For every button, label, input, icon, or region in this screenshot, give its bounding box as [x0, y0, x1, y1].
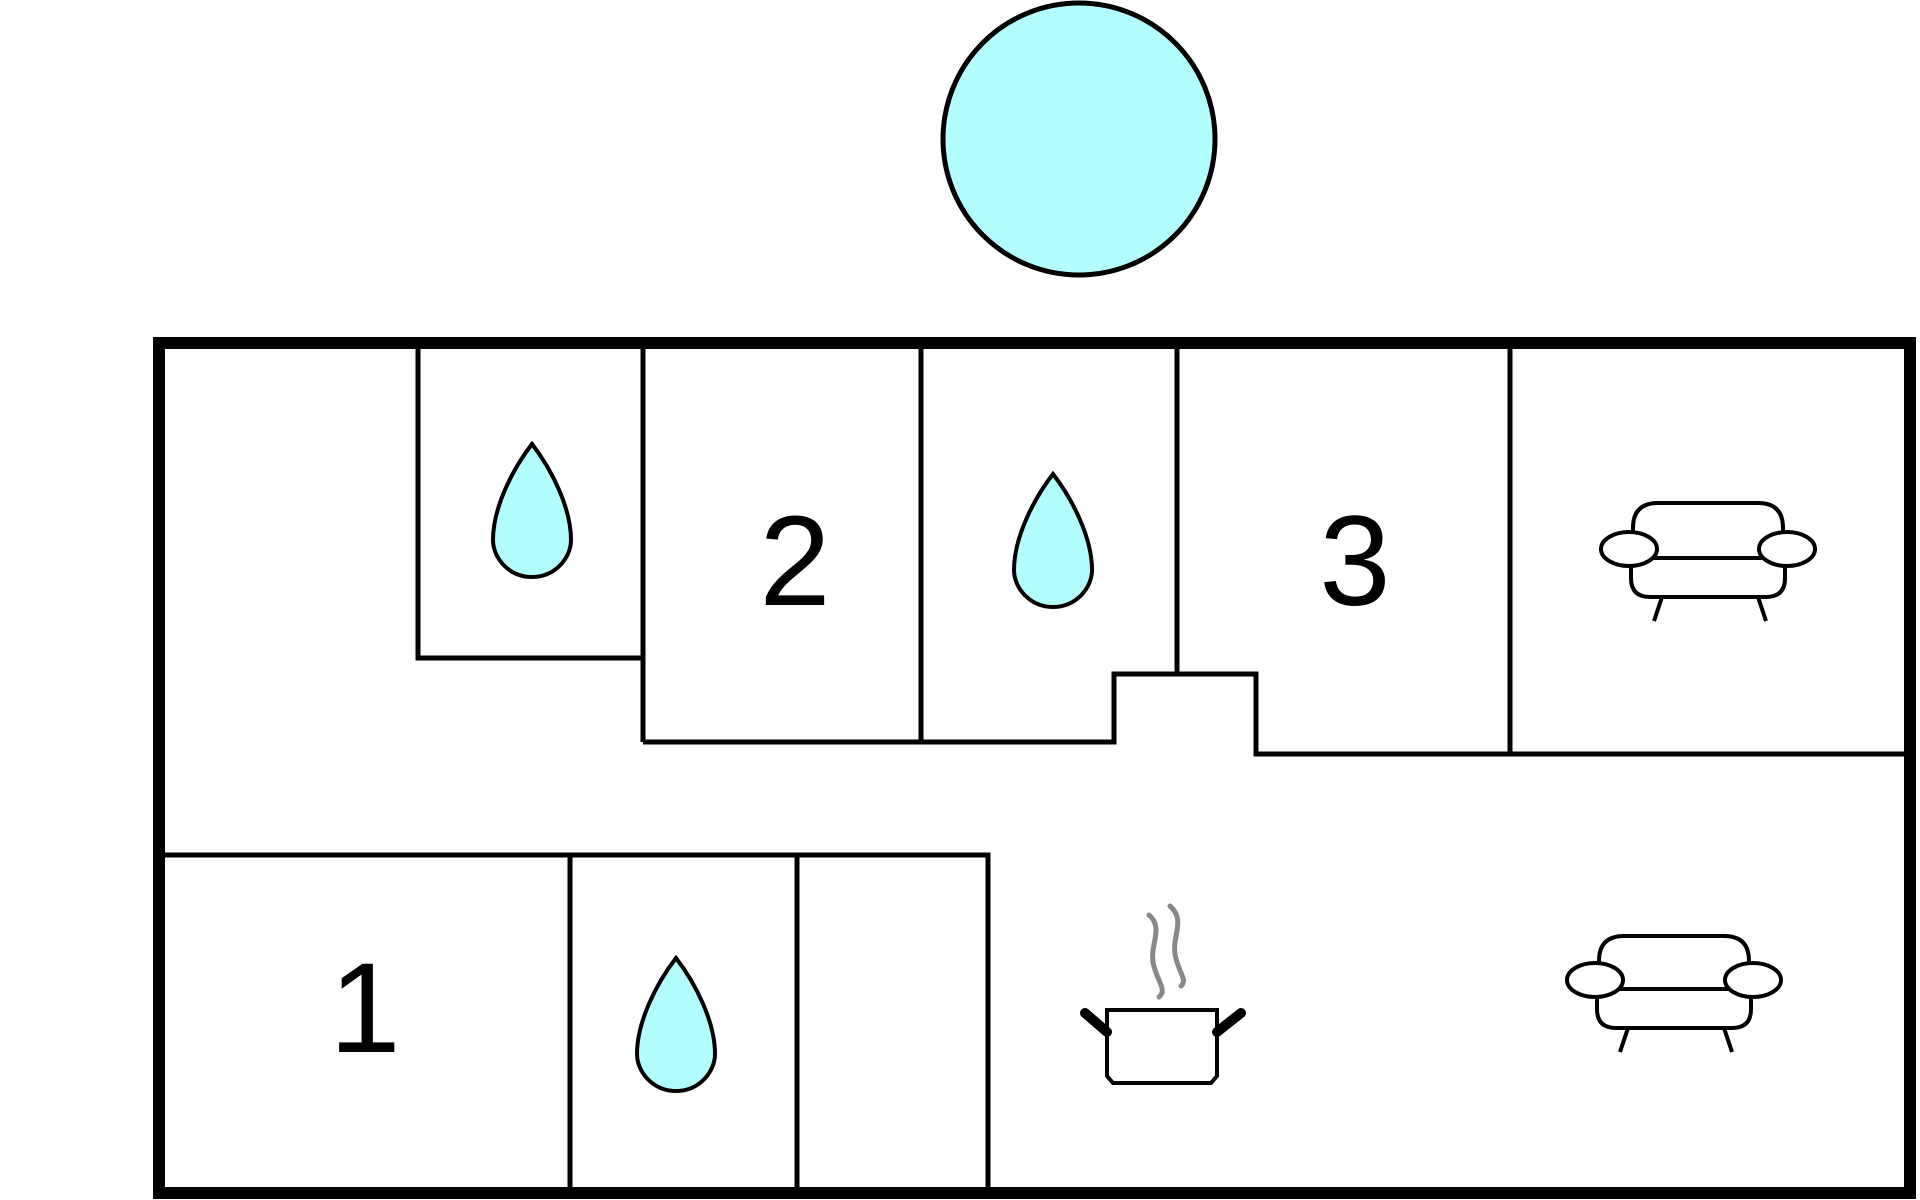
- water-drop-icon: [1011, 470, 1095, 610]
- room-number-2: 2: [759, 490, 830, 633]
- sofa-icon: [1599, 501, 1817, 622]
- water-drop-icon: [490, 440, 574, 580]
- sofa-icon: [1565, 934, 1783, 1053]
- steaming-pot-icon: [1080, 903, 1246, 1085]
- room-number-3: 3: [1319, 490, 1390, 633]
- water-drop-icon: [634, 954, 718, 1094]
- outer-wall: [153, 337, 1916, 1199]
- pool-icon: [940, 0, 1218, 278]
- inner-walls: [165, 343, 1910, 1193]
- room-number-1: 1: [329, 937, 400, 1080]
